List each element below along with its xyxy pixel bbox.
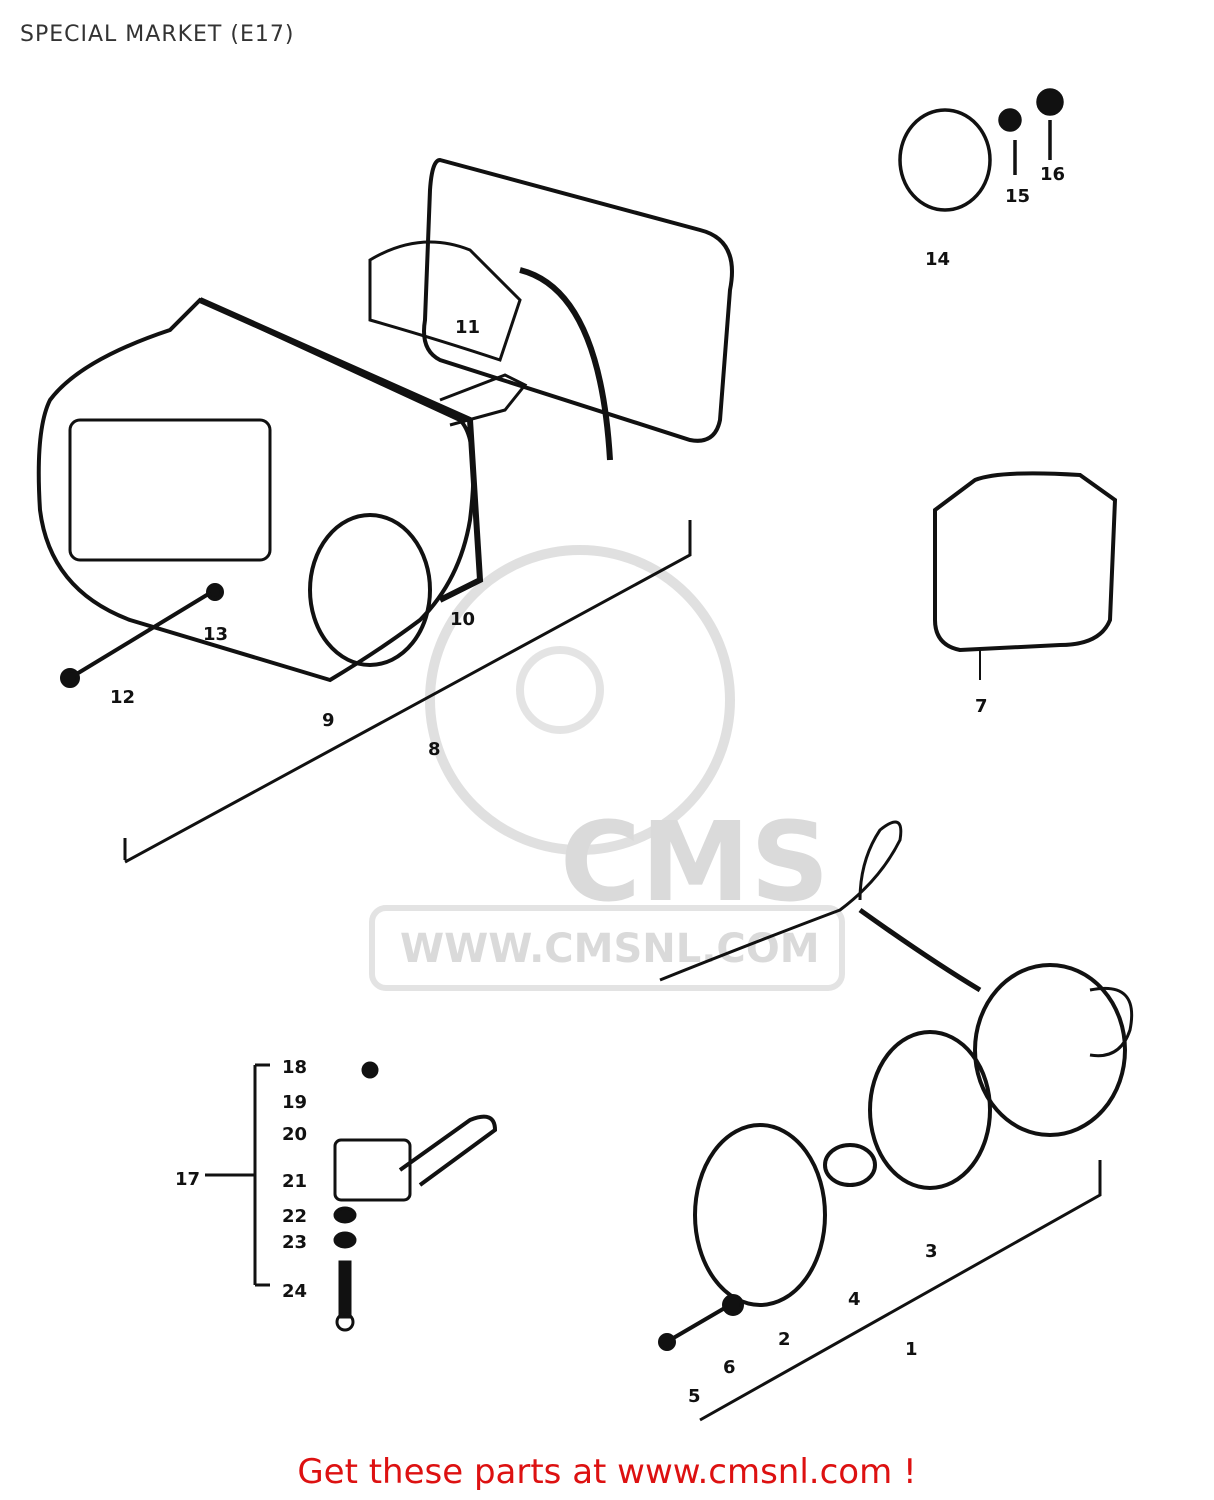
turn-signal-assembly [658, 820, 1134, 1422]
signal-lens [693, 1123, 827, 1307]
label-part-7: 7 [975, 696, 988, 717]
page-title: SPECIAL MARKET (E17) [20, 22, 295, 47]
cms-watermark: CMS WWW.CMSNL.COM [369, 545, 845, 991]
headlight-rim-part [422, 157, 734, 443]
cta-link-text[interactable]: Get these parts at www.cmsnl.com ! [297, 1452, 917, 1492]
label-part-21: 21 [282, 1171, 307, 1192]
headlight-housing-part [36, 297, 476, 683]
watermark-mascot [425, 545, 735, 855]
label-part-23: 23 [282, 1232, 307, 1253]
meter-lamp-part [898, 88, 1064, 212]
headlight-assembly [36, 157, 734, 864]
watermark-brand: CMS [560, 798, 829, 926]
label-part-10: 10 [450, 609, 475, 630]
label-part-14: 14 [925, 249, 950, 270]
label-part-12: 12 [110, 687, 135, 708]
label-part-6: 6 [723, 1357, 736, 1378]
label-part-2: 2 [778, 1329, 791, 1350]
part-callouts: 1 2 3 4 5 6 7 8 9 10 11 12 13 14 15 16 1… [110, 164, 1065, 1407]
signal-gasket [868, 1030, 992, 1190]
label-part-19: 19 [282, 1092, 307, 1113]
label-part-4: 4 [848, 1289, 861, 1310]
switch-assembly [205, 1061, 498, 1332]
label-part-5: 5 [688, 1386, 701, 1407]
label-part-18: 18 [282, 1057, 307, 1078]
label-part-17: 17 [175, 1169, 200, 1190]
label-part-15: 15 [1005, 186, 1030, 207]
relay-box-part [933, 471, 1118, 680]
label-part-9: 9 [322, 710, 335, 731]
headlight-lens [308, 513, 432, 667]
label-part-11: 11 [455, 317, 480, 338]
label-part-20: 20 [282, 1124, 307, 1145]
mounting-bolt [68, 588, 217, 680]
label-part-8: 8 [428, 739, 441, 760]
label-part-22: 22 [282, 1206, 307, 1227]
label-part-16: 16 [1040, 164, 1065, 185]
label-part-13: 13 [203, 624, 228, 645]
label-part-3: 3 [925, 1241, 938, 1262]
headlight-reflector-part [368, 240, 522, 362]
signal-bulb [823, 1143, 877, 1187]
signal-housing [973, 963, 1127, 1137]
watermark-url: WWW.CMSNL.COM [400, 926, 820, 972]
label-part-24: 24 [282, 1281, 307, 1302]
label-part-1: 1 [905, 1339, 918, 1360]
